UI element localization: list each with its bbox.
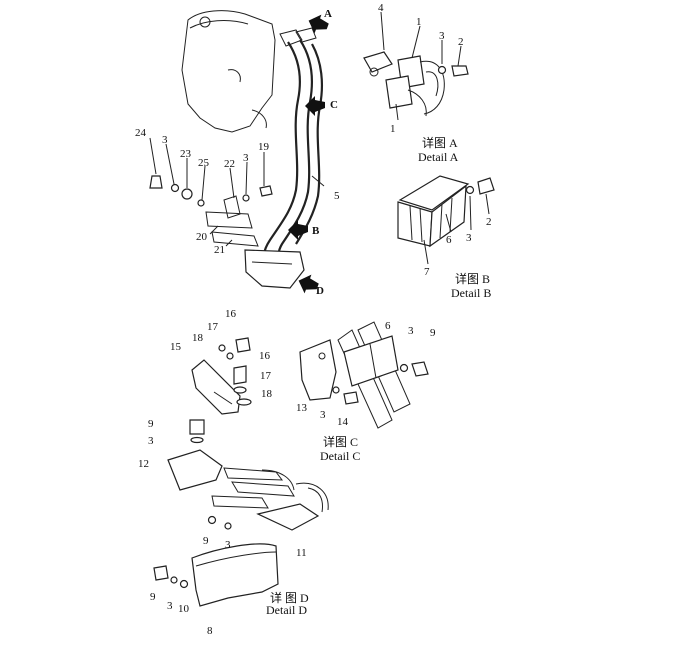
detail-d-caption-zh: 详 图 D <box>270 590 309 605</box>
callout-1: 1 <box>416 16 422 28</box>
bracket-assembly-lower <box>205 195 305 289</box>
view-letter-c: C <box>330 99 338 111</box>
callout-22: 22 <box>224 158 235 170</box>
callout-2: 2 <box>458 36 464 48</box>
engine-housing <box>181 10 276 133</box>
bracket-15-assembly <box>191 337 252 415</box>
callout-3: 3 <box>167 600 173 612</box>
callout-3: 3 <box>162 134 168 146</box>
callout-23: 23 <box>180 148 192 160</box>
detail-b-caption-zh: 详图 B <box>455 271 490 286</box>
callout-6: 6 <box>446 234 452 246</box>
callout-8: 8 <box>207 625 213 637</box>
view-letters: A C B D <box>312 8 338 297</box>
callout-3: 3 <box>466 232 472 244</box>
view-arrows <box>288 14 329 294</box>
view-letter-d: D <box>316 285 324 297</box>
callout-21: 21 <box>214 244 225 256</box>
callout-1: 1 <box>390 123 396 135</box>
detail-captions: 详图 A Detail A 详图 B Detail B 详图 C Detail … <box>266 135 491 617</box>
callout-5: 5 <box>334 190 340 202</box>
detail-a-caption-zh: 详图 A <box>422 135 458 150</box>
callout-9: 9 <box>203 535 209 547</box>
detail-c-drawing <box>299 321 429 429</box>
fasteners-main <box>149 175 273 207</box>
callout-3: 3 <box>243 152 249 164</box>
callout-3: 3 <box>320 409 326 421</box>
callout-12: 12 <box>138 458 149 470</box>
detail-d-drawing <box>153 419 329 607</box>
detail-c-caption-zh: 详图 C <box>323 434 358 449</box>
callout-6: 6 <box>385 320 391 332</box>
callout-17: 17 <box>207 321 219 333</box>
callout-16: 16 <box>259 350 271 362</box>
callout-9: 9 <box>430 327 436 339</box>
detail-a-drawing <box>363 51 469 117</box>
callout-20: 20 <box>196 231 208 243</box>
callout-13: 13 <box>296 402 308 414</box>
callout-10: 10 <box>178 603 190 615</box>
callout-4: 4 <box>378 2 384 14</box>
callout-25: 25 <box>198 157 210 169</box>
callout-18: 18 <box>261 388 273 400</box>
callout-14: 14 <box>337 416 349 428</box>
detail-b-caption-en: Detail B <box>451 286 491 300</box>
callout-24: 24 <box>135 127 147 139</box>
callout-17: 17 <box>260 370 272 382</box>
callout-15: 15 <box>170 341 182 353</box>
detail-c-caption-en: Detail C <box>320 449 360 463</box>
callout-19: 19 <box>258 141 270 153</box>
detail-a-caption-en: Detail A <box>418 150 459 164</box>
callout-3: 3 <box>439 30 445 42</box>
callout-numbers: 4 1 3 2 1 5 2 3 6 7 24 3 23 25 22 3 19 2… <box>135 2 492 637</box>
detail-b-drawing <box>397 175 495 248</box>
callout-11: 11 <box>296 547 307 559</box>
callout-2: 2 <box>486 216 492 228</box>
view-letter-b: B <box>312 225 320 237</box>
view-letter-a: A <box>324 8 332 20</box>
callout-9: 9 <box>148 418 154 430</box>
detail-d-caption-en: Detail D <box>266 603 307 617</box>
callout-16: 16 <box>225 308 237 320</box>
leader-lines <box>149 11 490 265</box>
callout-3: 3 <box>148 435 154 447</box>
callout-3: 3 <box>408 325 414 337</box>
callout-9: 9 <box>150 591 156 603</box>
callout-7: 7 <box>424 266 430 278</box>
callout-3: 3 <box>225 539 231 551</box>
callout-18: 18 <box>192 332 204 344</box>
